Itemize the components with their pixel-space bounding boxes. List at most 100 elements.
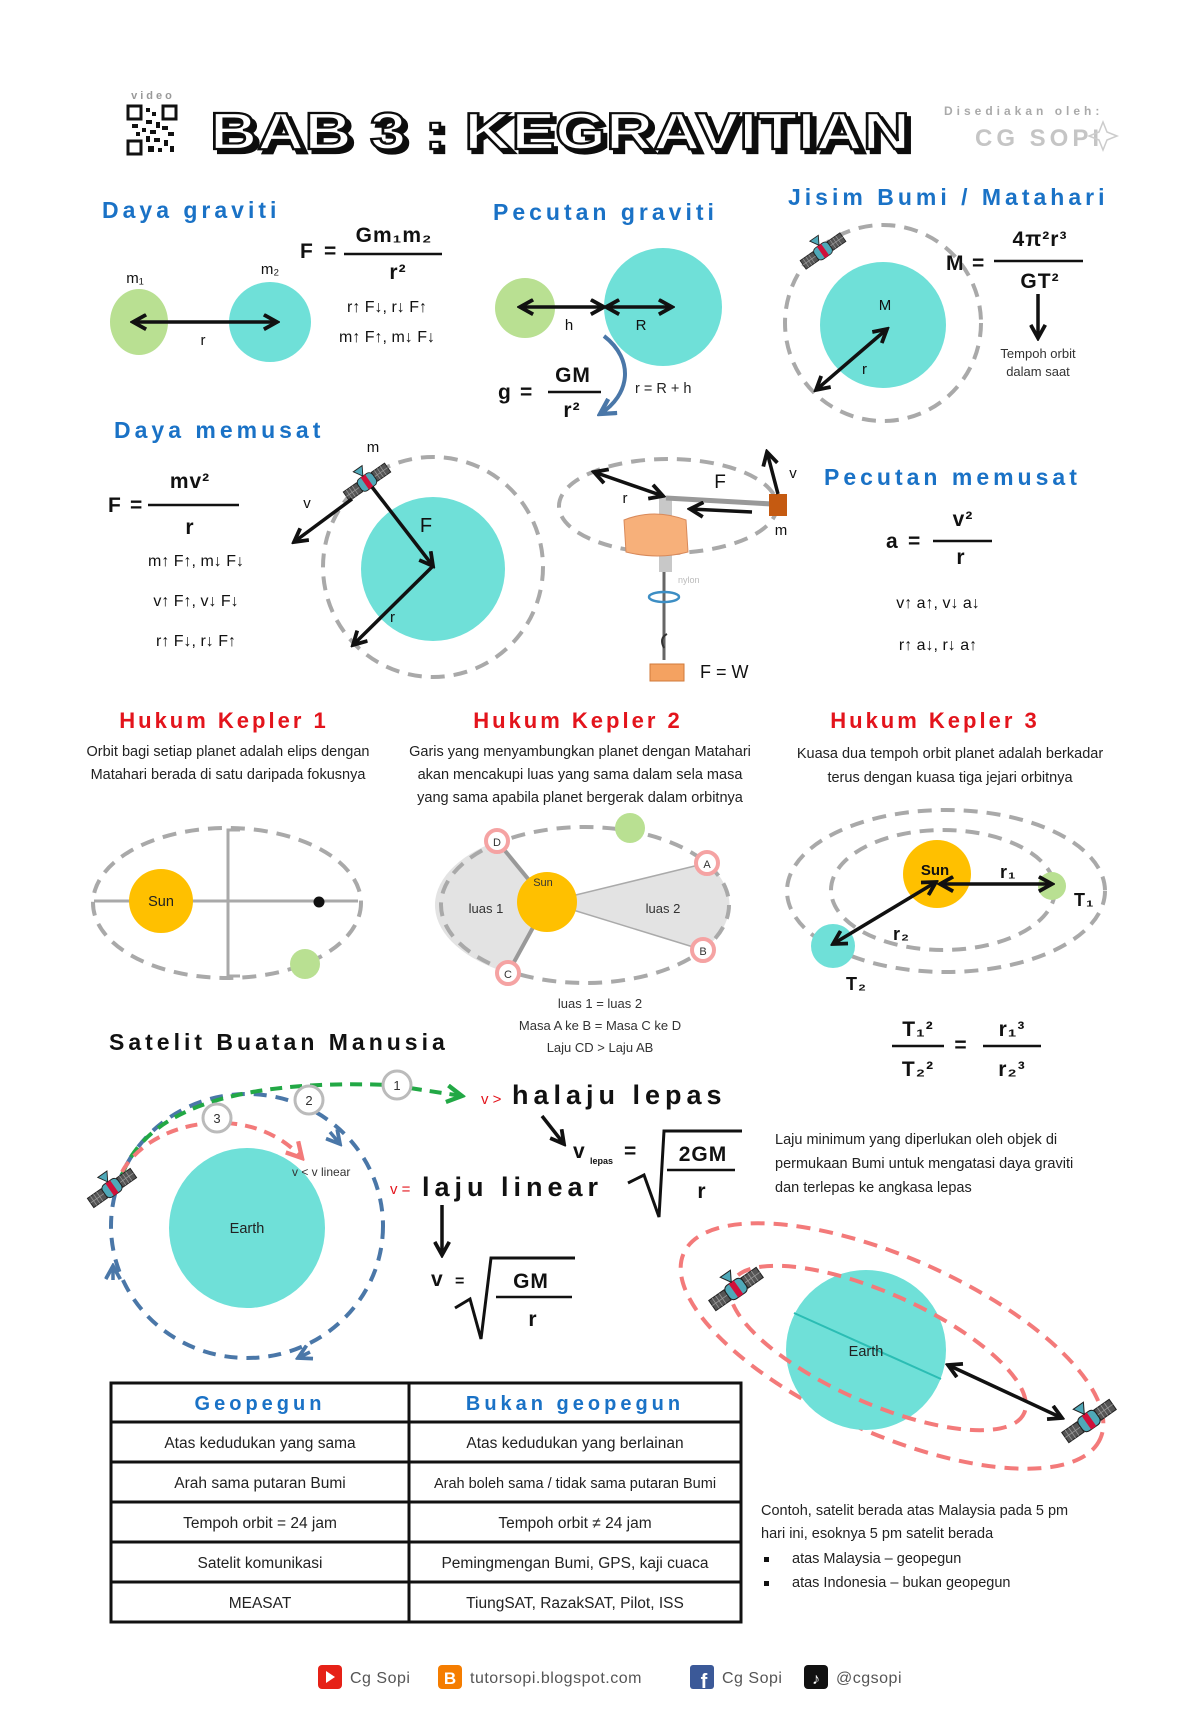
earth-label: Earth	[849, 1344, 884, 1360]
formula-lhs: M	[946, 252, 965, 275]
formula-r2: r₂³	[998, 1058, 1026, 1081]
satellite-icon	[705, 1258, 765, 1313]
orbit-2-path	[109, 1092, 385, 1360]
table-cell: MEASAT	[229, 1595, 292, 1612]
point-D: D	[484, 828, 510, 854]
section-jisim: Jisim Bumi / Matahari M r M = 4π²r³ GT² …	[783, 184, 1108, 423]
label-r: r	[862, 361, 867, 378]
paper-clip-icon	[647, 590, 681, 604]
table-row: Satelit komunikasi Pemingmengan Bumi, GP…	[198, 1555, 709, 1572]
credit-label: Disediakan oleh:	[944, 104, 1103, 118]
formula-numerator: v²	[953, 508, 974, 531]
formula-eq: =	[954, 1034, 967, 1057]
table-header: Bukan geopegun	[466, 1393, 684, 1415]
description-line: Garis yang menyambungkan planet dengan M…	[409, 744, 751, 760]
table-cell: Pemingmengan Bumi, GPS, kaji cuaca	[441, 1555, 708, 1572]
formula-eq: =	[324, 240, 337, 263]
relation: v↑ a↑, v↓ a↓	[896, 595, 980, 612]
formula-denominator: r	[185, 516, 194, 539]
label-F: F	[714, 472, 726, 493]
arrow	[540, 1114, 564, 1144]
linear-denominator: r	[528, 1308, 537, 1331]
formula-lhs: g	[498, 381, 512, 404]
orbit-label-2: 2	[293, 1084, 325, 1116]
satellite-icon	[1058, 1390, 1118, 1445]
planet-circle	[361, 497, 505, 641]
sun-circle	[517, 872, 577, 932]
section-heading: Daya memusat	[114, 417, 324, 443]
satellite-icon	[797, 225, 848, 272]
label-nylon: nylon	[678, 575, 700, 585]
label-T2: T₂	[846, 974, 867, 994]
svg-text:f: f	[701, 1671, 708, 1693]
velocity-arrow	[294, 497, 354, 542]
section-heading: Daya graviti	[102, 197, 280, 223]
svg-text:B: B	[444, 1669, 456, 1688]
legend-line: luas 1 = luas 2	[558, 996, 642, 1011]
formula-lhs: F	[108, 494, 122, 517]
curved-arrow	[600, 334, 627, 414]
label-v: v	[789, 465, 797, 482]
point-C: C	[495, 960, 521, 986]
sqrt-sign	[627, 1129, 742, 1218]
planet-circle	[615, 813, 645, 843]
area-1-label: luas 1	[469, 901, 504, 916]
table-cell: Arah boleh sama / tidak sama putaran Bum…	[434, 1476, 716, 1492]
earth-circle	[169, 1148, 325, 1308]
section-kepler-2: Hukum Kepler 2 Garis yang menyambungkan …	[409, 708, 751, 1055]
relation: r↑ a↓, r↓ a↑	[899, 637, 977, 654]
escape-eq: =	[624, 1140, 637, 1163]
footer-label[interactable]: Cg Sopi	[350, 1670, 410, 1687]
formula-eq: =	[520, 381, 533, 404]
planet-circle	[290, 949, 320, 979]
footer-label[interactable]: tutorsopi.blogspot.com	[470, 1670, 642, 1687]
section-pecutan-memusat: Pecutan memusat a = v² r v↑ a↑, v↓ a↓ r↑…	[824, 464, 1077, 654]
orbit-label-1: 1	[381, 1069, 413, 1101]
orbit-number: 2	[305, 1093, 312, 1108]
label-f-equals-w: F = W	[700, 662, 749, 682]
svg-text:♪: ♪	[812, 1671, 820, 1688]
radius-arrow	[594, 472, 663, 496]
orbit-3-fall-path	[120, 1120, 302, 1173]
footer-link-blogger[interactable]: B tutorsopi.blogspot.com	[438, 1665, 642, 1689]
stopper	[769, 494, 787, 516]
label-m: m	[775, 522, 788, 539]
satellite-icon	[340, 455, 393, 503]
label-r2: r₂	[893, 924, 910, 944]
formula-denominator: r²	[389, 261, 406, 284]
section-heading: Hukum Kepler 3	[830, 708, 1040, 733]
footer-link-tiktok[interactable]: ♪ @cgsopi	[804, 1665, 902, 1689]
orbit-label-3: 3	[201, 1102, 233, 1134]
footer-link-youtube[interactable]: Cg Sopi	[318, 1665, 410, 1689]
sun-label: Sun	[533, 877, 553, 889]
formula-numerator: GM	[555, 364, 591, 387]
footer-label[interactable]: Cg Sopi	[722, 1670, 782, 1687]
label-T1: T₁	[1074, 890, 1094, 910]
label-m1: m₁	[126, 270, 144, 287]
qr-code[interactable]	[126, 104, 178, 156]
area-2-sector	[547, 863, 730, 950]
escape-v: v	[573, 1140, 586, 1163]
relation: m↑ F↑, m↓ F↓	[148, 553, 244, 570]
label-m: m	[367, 439, 380, 456]
section-kepler-3: Hukum Kepler 3 Kuasa dua tempoh orbit pl…	[785, 708, 1107, 1081]
page-title: BAB 3 : KEGRAVITIAN	[210, 103, 910, 161]
radius-arrow	[353, 564, 435, 645]
legend-line: Laju CD > Laju AB	[547, 1040, 654, 1055]
string	[665, 495, 773, 507]
bullet-icon	[764, 1557, 769, 1562]
section-heading: Jisim Bumi / Matahari	[788, 184, 1108, 210]
orbit-ellipse	[91, 826, 363, 980]
blogger-icon	[438, 1665, 462, 1689]
description-line: Kuasa dua tempoh orbit planet adalah ber…	[797, 746, 1103, 762]
section-heading: Hukum Kepler 2	[473, 708, 683, 733]
orbit-circle	[321, 455, 545, 679]
formula-numerator: Gm₁m₂	[356, 224, 433, 247]
escape-description-line: permukaan Bumi untuk mengatasi daya grav…	[775, 1156, 1073, 1172]
footer-label[interactable]: @cgsopi	[836, 1670, 902, 1687]
sqrt-sign	[454, 1256, 575, 1340]
footer-link-facebook[interactable]: f Cg Sopi	[690, 1665, 782, 1693]
force-arrow	[370, 485, 433, 566]
linear-label: laju linear	[422, 1172, 603, 1202]
